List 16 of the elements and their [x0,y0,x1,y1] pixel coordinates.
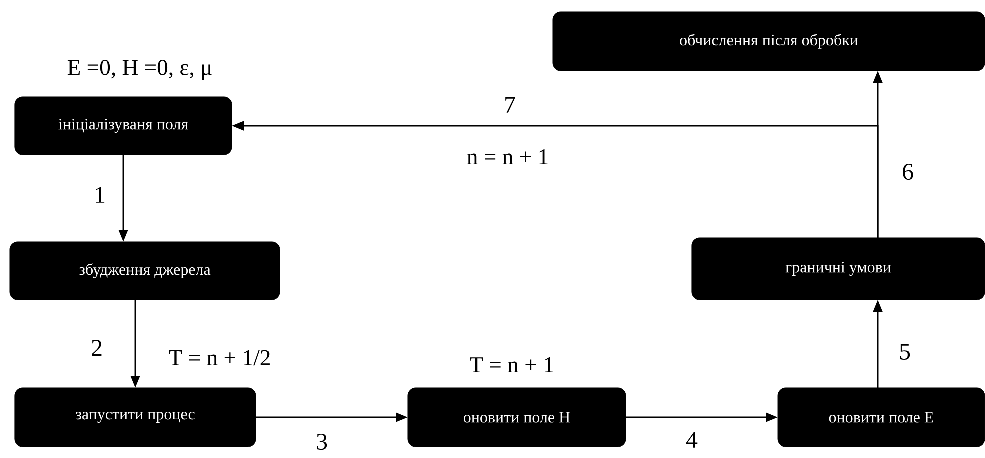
edge-label: 7 [506,97,516,113]
process-box: збудження джерела [10,242,280,300]
edge-label: 3 [317,434,328,450]
process-box: обчислення після обробки [552,12,985,72]
edge-label: 6 [903,164,914,180]
formula-label: T = n + 1/2 [169,350,270,366]
process-box: граничні умови [692,238,985,300]
edge-label: 2 [92,340,102,356]
edge-label: 4 [686,432,698,448]
process-box: оновити поле H [408,388,626,448]
process-box: ініціалізуваня поля [14,96,232,156]
formula-label: n = n + 1 [467,150,548,164]
process-box: оновити поле E [778,388,985,448]
edge-label: 1 [96,187,105,203]
process-box: запустити процес [14,388,256,448]
edge-label: 5 [900,344,910,360]
